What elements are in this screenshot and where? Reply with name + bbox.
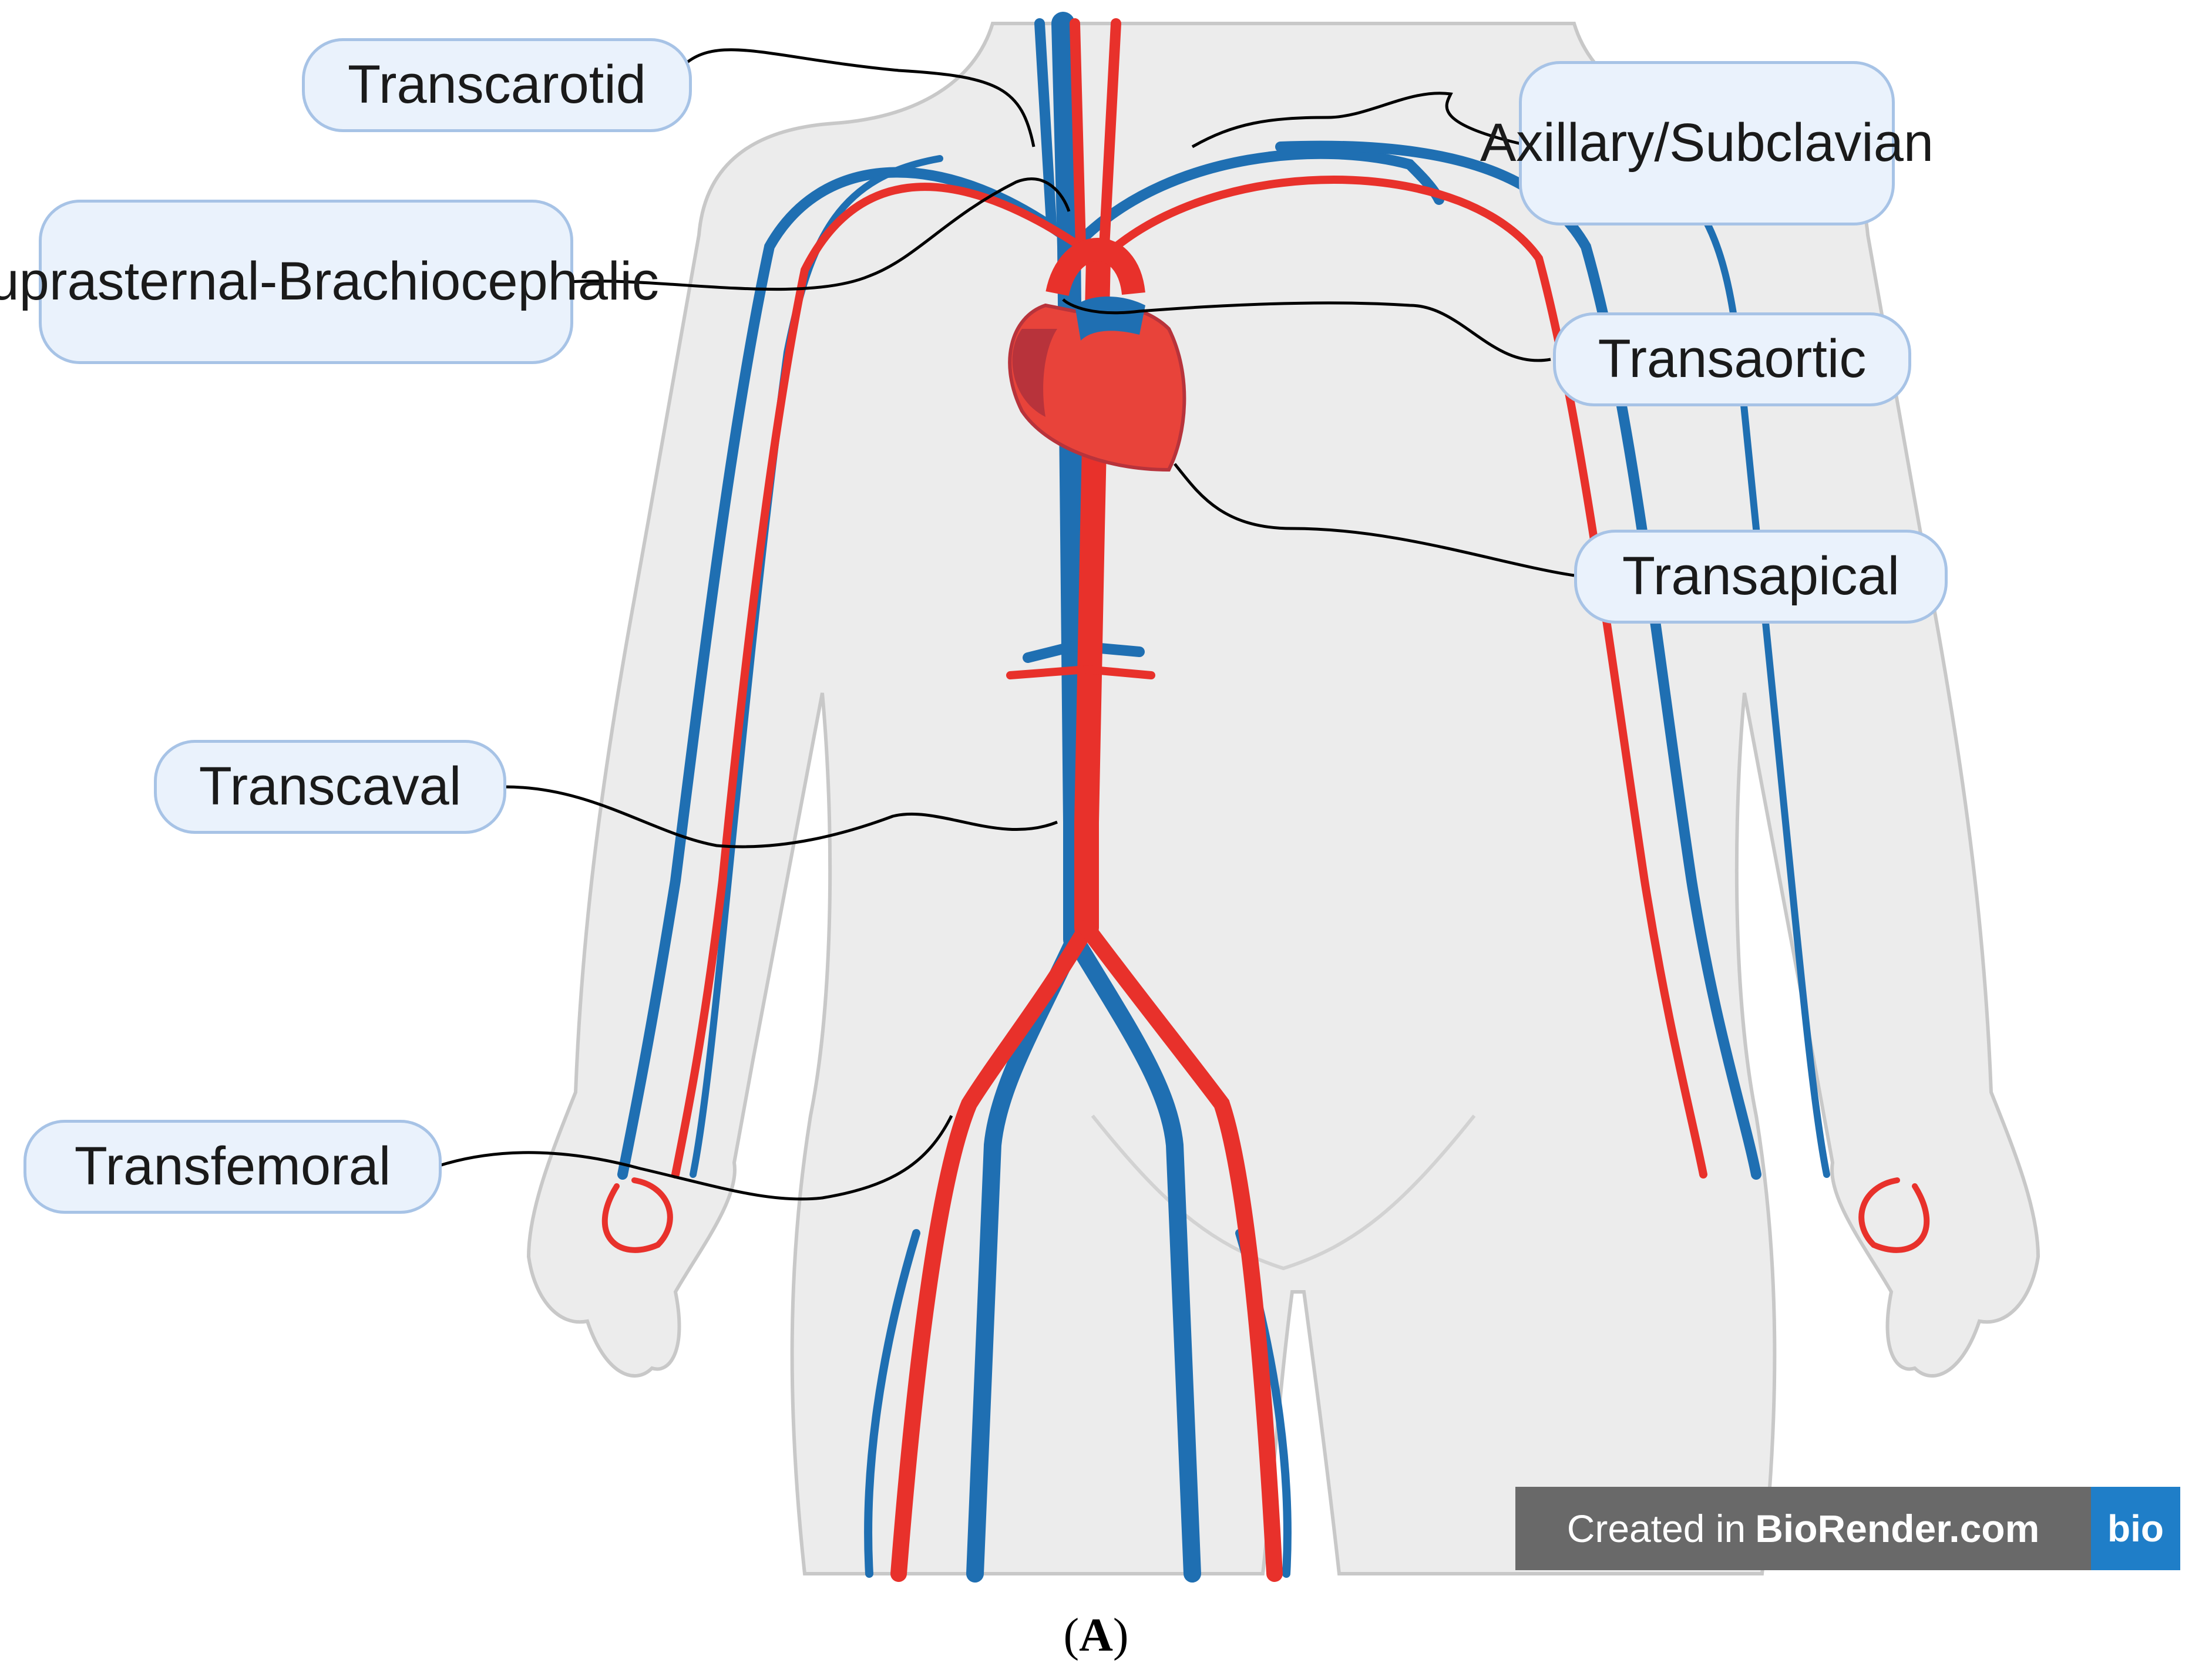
crotch-shade (1091, 1115, 1476, 1271)
label-transapical-text: Transapical (1622, 546, 1900, 607)
vena-cava (1051, 12, 1087, 951)
subclavian-vein-left (617, 167, 1068, 1180)
right-atrium (1012, 329, 1057, 417)
leader-axillary (1191, 92, 1522, 149)
heart (1008, 238, 1186, 472)
label-axillary-line2: Subclavian (1669, 113, 1934, 173)
watermark-prefix: Created in (1566, 1507, 1746, 1550)
panel-caption: (A) (0, 1609, 2192, 1662)
renal-artery-right (1082, 665, 1155, 679)
heart-body (1008, 303, 1186, 472)
label-transcaval: Transcaval (154, 740, 506, 834)
iliac-vein-right (1066, 931, 1201, 1583)
label-transcaval-text: Transcaval (199, 756, 462, 817)
leader-transcarotid (686, 48, 1036, 147)
leader-suprasternal (569, 177, 1071, 291)
label-axillary-subclavian: Axillary/Subclavian (1480, 61, 1934, 225)
biorender-logo: bio (2091, 1487, 2180, 1570)
label-suprasternal-line2: Brachiocephalic (277, 251, 659, 312)
arm-vein-right-2 (1641, 161, 1830, 1178)
label-suprasternal-line1: Suprasternal- (0, 251, 278, 312)
label-transaortic: Transaortic (1553, 312, 1911, 406)
leader-transfemoral (439, 1115, 953, 1201)
arm-vein-right (1275, 140, 1761, 1180)
label-axillary-line1: Axillary/ (1480, 113, 1669, 173)
hand-arteries-right (1858, 1177, 1930, 1253)
label-transcarotid-text: Transcarotid (348, 55, 646, 115)
hand-arteries-left (601, 1177, 673, 1253)
carotid-artery-left (1070, 18, 1086, 252)
arteries (601, 18, 1930, 1582)
torso-outline (526, 22, 2040, 1575)
leader-lines (439, 48, 1575, 1201)
leader-transapical (1174, 463, 1575, 577)
label-transapical: Transapical (1574, 530, 1948, 624)
renal-vein-left (1023, 641, 1080, 663)
subclavian-artery-right (1112, 176, 1707, 1179)
renal-artery-left (1006, 665, 1091, 679)
caption-open: ( (1063, 1610, 1080, 1661)
leader-transcaval (505, 785, 1058, 849)
body-silhouette (526, 22, 2040, 1575)
carotid-artery-right (1099, 18, 1121, 252)
pulmonary-trunk (1075, 297, 1145, 341)
iliac-artery-right (1078, 920, 1283, 1582)
caption-close: ) (1112, 1610, 1129, 1661)
iliac-artery-left (890, 920, 1095, 1582)
leg-vein-left-outer (864, 1229, 920, 1578)
watermark-brand: BioRender.com (1755, 1507, 2040, 1550)
leader-transaortic (1062, 298, 1551, 362)
label-suprasternal-brachiocephalic: Suprasternal-Brachiocephalic (0, 200, 659, 364)
label-transaortic-text: Transaortic (1598, 329, 1867, 389)
subclavian-artery-left (671, 183, 1085, 1179)
jugular-vein-right (1034, 18, 1057, 228)
caption-letter: A (1079, 1610, 1113, 1661)
label-transcarotid: Transcarotid (302, 38, 692, 132)
label-transfemoral-text: Transfemoral (74, 1136, 391, 1197)
subclavian-vein-right (1081, 148, 1444, 240)
aortic-arch (1045, 238, 1145, 297)
label-transfemoral: Transfemoral (23, 1120, 442, 1214)
